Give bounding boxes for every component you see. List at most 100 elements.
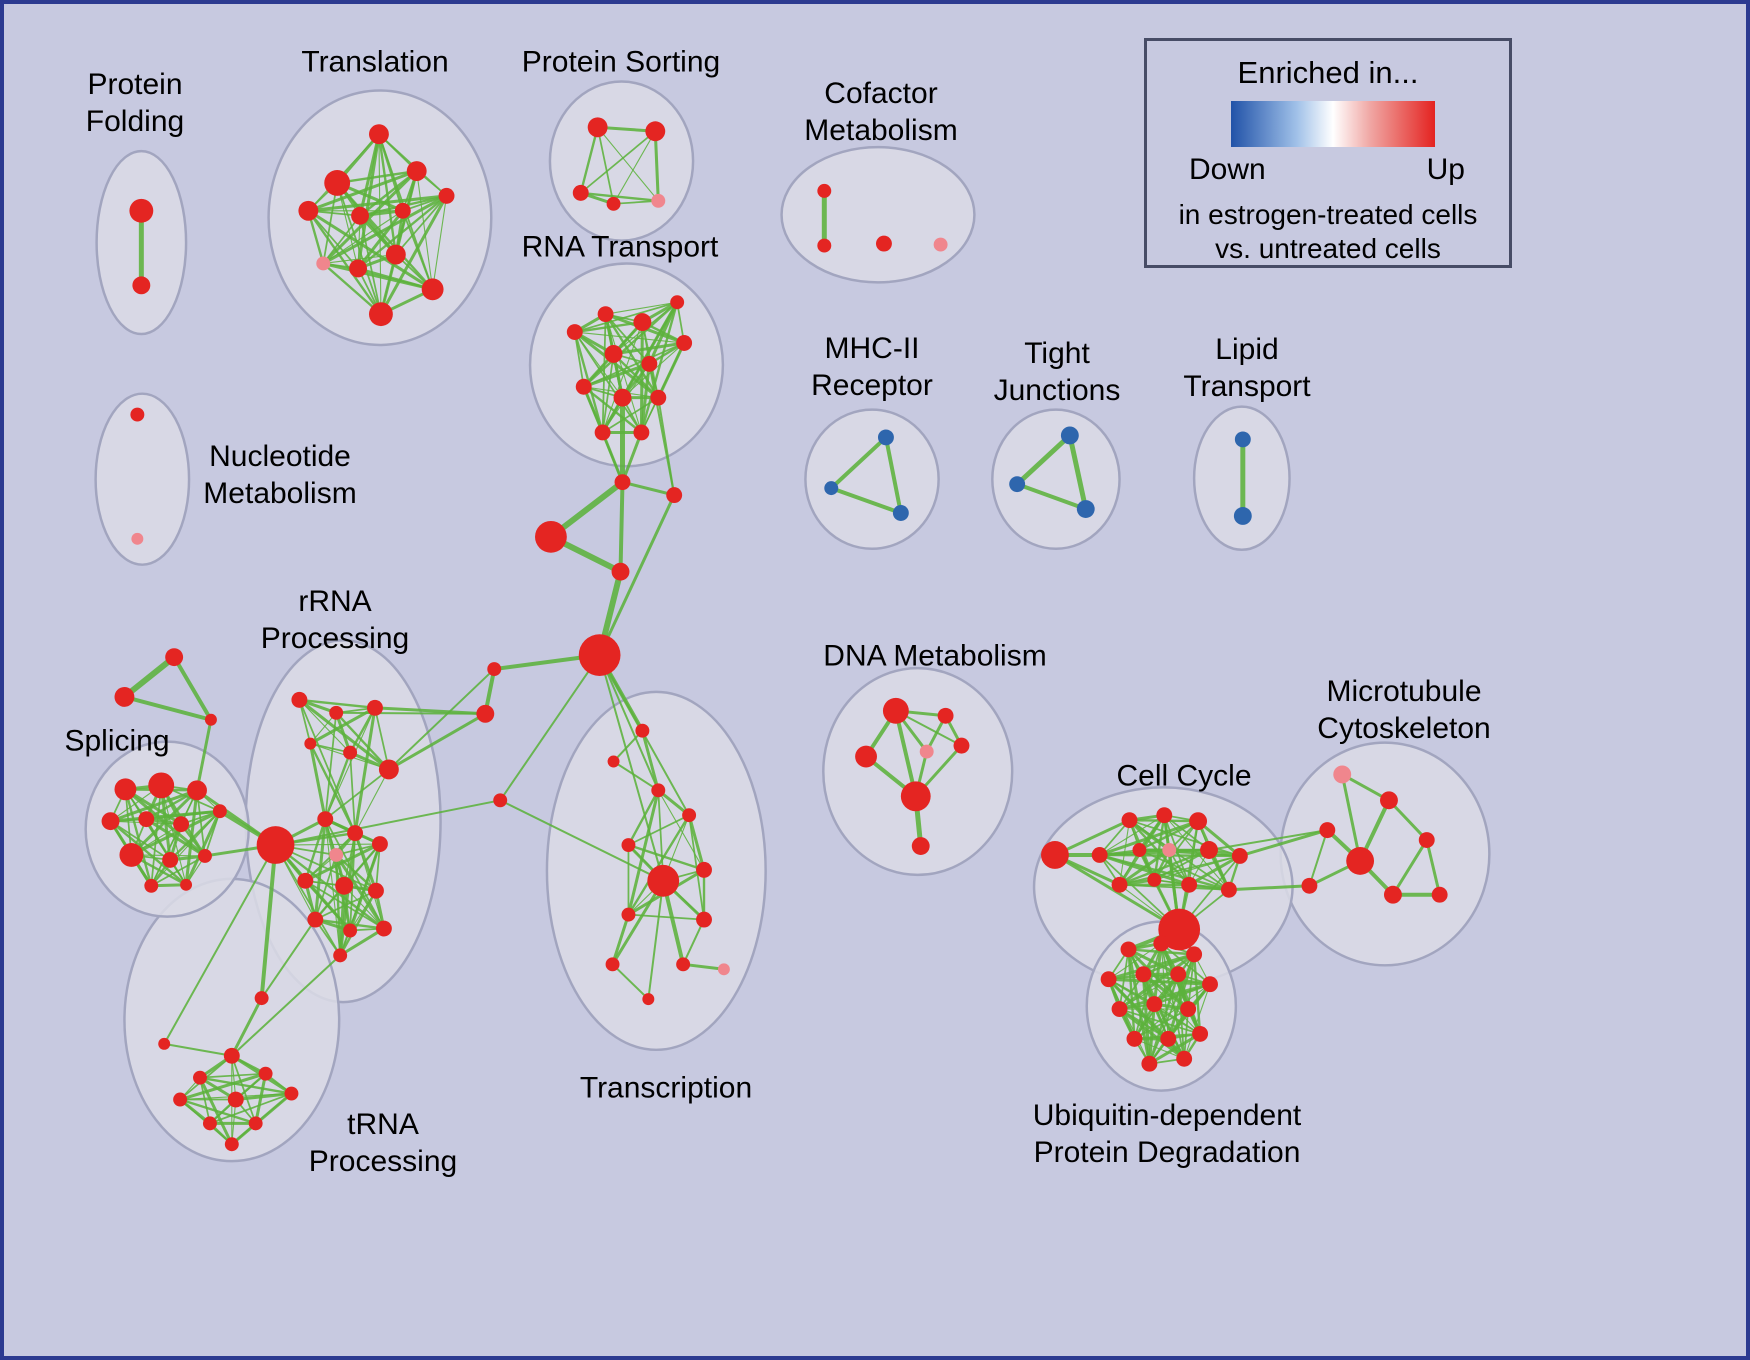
- network-edge: [627, 814, 690, 846]
- network-edge: [122, 694, 213, 722]
- network-node: [1186, 946, 1203, 963]
- network-edge: [598, 654, 660, 792]
- network-node: [666, 487, 683, 504]
- network-edge: [145, 810, 222, 821]
- network-edge: [348, 706, 377, 754]
- network-node: [1319, 822, 1336, 839]
- network-node: [1147, 872, 1162, 887]
- network-edge: [353, 706, 377, 835]
- network-edge: [1098, 819, 1200, 857]
- network-node: [817, 238, 832, 253]
- network-edge: [378, 133, 382, 315]
- network-edge: [163, 844, 277, 1045]
- network-edge: [1387, 798, 1429, 842]
- network-node: [1346, 847, 1375, 875]
- network-node: [1170, 966, 1187, 983]
- network-node: [676, 335, 693, 351]
- network-node: [606, 196, 621, 211]
- network-edge: [307, 209, 383, 316]
- network-node: [647, 864, 680, 897]
- network-edge: [1118, 848, 1211, 886]
- network-node: [224, 1137, 239, 1152]
- network-edge: [598, 493, 676, 657]
- network-edge: [163, 1042, 233, 1057]
- network-node: [1091, 847, 1108, 863]
- network-node: [129, 198, 154, 223]
- legend-subtitle-line1: in estrogen-treated cells: [1178, 199, 1478, 230]
- network-node: [1383, 885, 1402, 904]
- network-edge: [1014, 432, 1073, 487]
- network-node: [1121, 812, 1138, 829]
- network-node: [351, 206, 369, 225]
- network-node: [1431, 886, 1448, 903]
- network-node: [204, 713, 217, 726]
- network-edge: [198, 1076, 293, 1095]
- network-node: [298, 200, 319, 221]
- network-edge: [611, 963, 650, 1001]
- network-edge: [582, 301, 679, 388]
- network-node: [1135, 966, 1152, 983]
- network-edge: [621, 430, 643, 484]
- network-node: [696, 911, 712, 928]
- network-edge: [109, 788, 199, 823]
- network-node: [162, 851, 179, 868]
- network-node: [130, 407, 145, 422]
- network-node: [368, 882, 384, 899]
- network-edge: [1142, 953, 1196, 976]
- network-node: [1162, 843, 1177, 857]
- network-edge: [1118, 848, 1171, 887]
- network-edge: [374, 706, 390, 771]
- network-edge: [432, 195, 448, 290]
- network-edge: [324, 751, 352, 821]
- network-node: [1192, 1025, 1209, 1042]
- network-edge: [1067, 432, 1089, 512]
- network-node: [367, 699, 383, 716]
- network-node: [717, 963, 730, 976]
- network-edge: [306, 194, 449, 213]
- network-edge: [611, 879, 665, 966]
- network-node: [256, 826, 295, 864]
- network-node: [621, 838, 636, 852]
- cluster-ellipse-mhc-ii-receptor: [804, 408, 940, 551]
- network-node: [877, 429, 894, 446]
- network-node: [329, 705, 344, 720]
- network-edge: [338, 927, 386, 957]
- network-edge: [334, 711, 352, 755]
- network-edge: [687, 813, 706, 872]
- network-node: [1146, 996, 1163, 1013]
- network-edge: [1133, 1038, 1185, 1060]
- cluster-ellipse-microtubule-cytoskeleton: [1279, 741, 1491, 967]
- network-edge: [596, 126, 615, 205]
- network-node: [324, 170, 351, 196]
- network-node: [919, 744, 934, 759]
- network-canvas: [84, 80, 1491, 1163]
- legend-up-label: Up: [1426, 153, 1465, 186]
- network-edge: [230, 996, 264, 1058]
- legend-down-label: Down: [1189, 153, 1266, 186]
- network-edge: [314, 889, 377, 921]
- network-node: [696, 861, 712, 878]
- network-edge: [499, 799, 665, 882]
- network-node: [343, 923, 358, 938]
- network-node: [258, 1066, 273, 1081]
- network-edge: [324, 818, 341, 956]
- network-edge: [579, 191, 660, 203]
- network-edge: [387, 668, 496, 771]
- network-node: [1158, 908, 1201, 951]
- network-node: [933, 237, 948, 252]
- network-edge: [1127, 948, 1136, 1041]
- network-node: [297, 872, 314, 889]
- network-edge: [829, 435, 888, 491]
- network-edge: [621, 480, 676, 497]
- network-edge: [356, 267, 434, 291]
- cluster-ellipse-nucleotide-metabolism: [94, 392, 191, 566]
- network-edge: [230, 954, 342, 1057]
- network-node: [1180, 1001, 1197, 1018]
- network-node: [1418, 832, 1435, 849]
- network-node: [101, 812, 120, 831]
- network-edge: [178, 1098, 257, 1125]
- network-node: [1380, 791, 1398, 810]
- network-node: [173, 816, 190, 833]
- network-edge: [579, 126, 599, 195]
